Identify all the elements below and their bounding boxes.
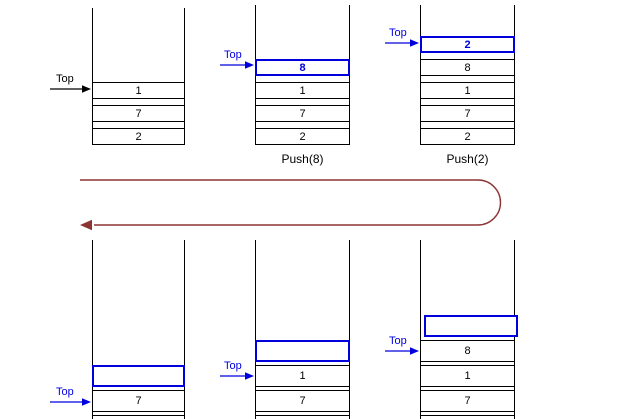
stack-after-push8: 8 1 7 2 bbox=[255, 5, 350, 145]
stack-after-pop-first: 8 1 7 bbox=[420, 240, 518, 419]
top-pointer-arrow-push2 bbox=[385, 39, 419, 47]
top-pointer-label: Top bbox=[56, 73, 74, 85]
stack-after-pop-third: 7 bbox=[92, 240, 185, 419]
stack-cell: 7 bbox=[420, 390, 515, 412]
top-pointer-arrow-initial bbox=[50, 85, 91, 93]
stack-cell: 1 bbox=[255, 365, 350, 387]
top-pointer-label: Top bbox=[224, 360, 242, 372]
stack-cell: 1 bbox=[92, 82, 185, 99]
top-pointer-label: Top bbox=[56, 386, 74, 398]
stack-cell: 7 bbox=[420, 105, 515, 122]
top-pointer-arrow-pop-first bbox=[385, 347, 419, 355]
stack-cell: 8 bbox=[420, 59, 515, 76]
popped-cell-outline bbox=[255, 340, 350, 362]
stack-after-push2: 2 8 1 7 2 bbox=[420, 5, 515, 145]
stack-cell-partial bbox=[92, 415, 185, 419]
popped-cell-outline bbox=[424, 315, 518, 337]
stack-cell-partial bbox=[420, 415, 515, 419]
stack-cell: 2 bbox=[92, 128, 185, 145]
pushed-cell: 2 bbox=[420, 36, 515, 53]
stack-after-pop-second: 1 7 bbox=[255, 240, 350, 419]
top-pointer-label: Top bbox=[389, 335, 407, 347]
stack-cell: 7 bbox=[255, 390, 350, 412]
stack-cell: 1 bbox=[255, 82, 350, 99]
stack-initial: 1 7 2 bbox=[92, 8, 185, 145]
stack-cell: 8 bbox=[420, 340, 515, 362]
flow-arrow bbox=[80, 179, 502, 231]
caption-push8: Push(8) bbox=[281, 152, 324, 166]
caption-push2: Push(2) bbox=[446, 152, 489, 166]
stack-cell: 2 bbox=[420, 128, 515, 145]
top-pointer-arrow-push8 bbox=[220, 61, 254, 69]
stack-cell: 1 bbox=[420, 365, 515, 387]
top-pointer-arrow-pop-second bbox=[220, 372, 254, 380]
top-pointer-label: Top bbox=[389, 27, 407, 39]
stack-cell: 2 bbox=[255, 128, 350, 145]
stack-cell: 7 bbox=[255, 105, 350, 122]
stack-cell: 7 bbox=[92, 105, 185, 122]
top-pointer-arrow-pop-third bbox=[50, 398, 91, 406]
stack-cell: 1 bbox=[420, 82, 515, 99]
stack-cell-partial bbox=[255, 415, 350, 419]
pushed-cell: 8 bbox=[255, 59, 350, 76]
top-pointer-label: Top bbox=[224, 49, 242, 61]
popped-cell-outline bbox=[92, 365, 185, 387]
stack-cell: 7 bbox=[92, 390, 185, 412]
